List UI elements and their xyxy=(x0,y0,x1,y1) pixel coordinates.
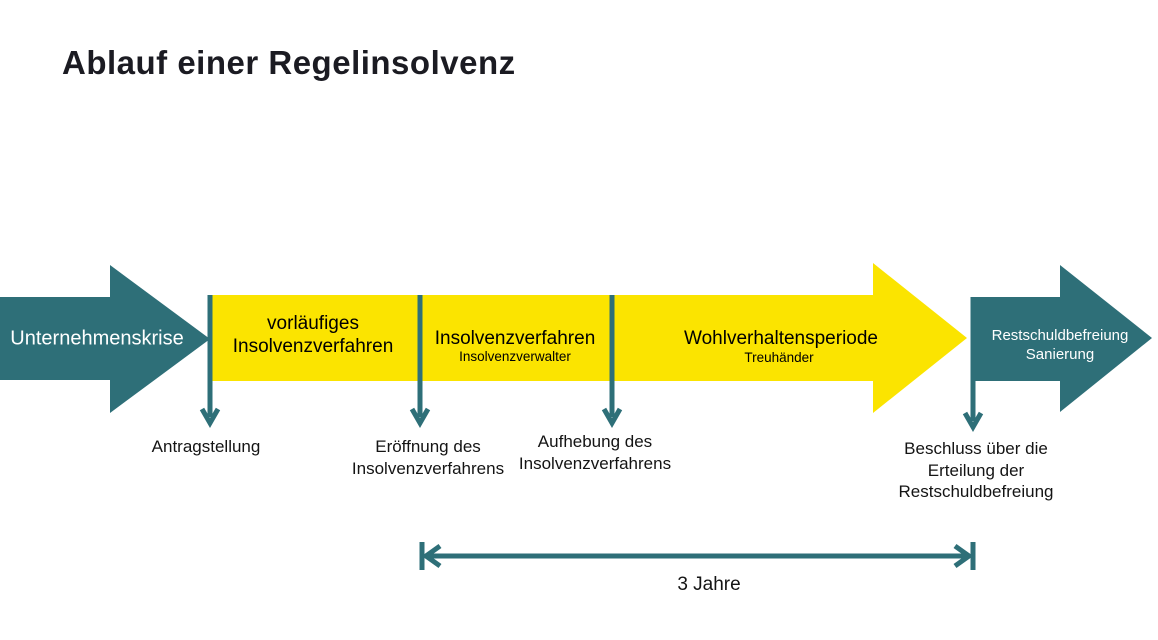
outcome-arrow-shape xyxy=(972,265,1152,412)
milestone-arrow-2 xyxy=(409,295,431,429)
milestone-arrow-3 xyxy=(601,295,623,429)
page-title: Ablauf einer Regelinsolvenz xyxy=(62,44,516,82)
phase-2-subtitle: Insolvenzverwalter xyxy=(459,349,571,364)
phases-arrow-shape xyxy=(210,263,967,413)
duration-label: 3 Jahre xyxy=(677,574,741,595)
crisis-arrow-label: Unternehmenskrise xyxy=(10,327,184,350)
phase-2-title: Insolvenzverfahren xyxy=(434,328,596,349)
milestone-arrow-4 xyxy=(962,297,984,433)
crisis-arrow-shape xyxy=(0,265,210,413)
milestone-1-label: Antragstellung xyxy=(151,437,261,456)
duration-span-arrow xyxy=(419,542,976,570)
phase-3-title: Wohlverhaltensperiode xyxy=(684,328,878,349)
phase-1-label: vorläufiges Insolvenzverfahren xyxy=(232,313,394,357)
milestone-2-label: Eröffnung des Insolvenzverfahrens xyxy=(351,437,505,478)
phase-3-subtitle: Treuhänder xyxy=(744,350,814,365)
milestone-3-label: Aufhebung des Insolvenzverfahrens xyxy=(518,432,672,473)
milestone-4-label: Beschluss über die Erteilung der Restsch… xyxy=(898,439,1054,501)
outcome-arrow-label: Restschuldbefreiung Sanierung xyxy=(991,327,1129,363)
milestone-arrow-1 xyxy=(199,295,221,429)
